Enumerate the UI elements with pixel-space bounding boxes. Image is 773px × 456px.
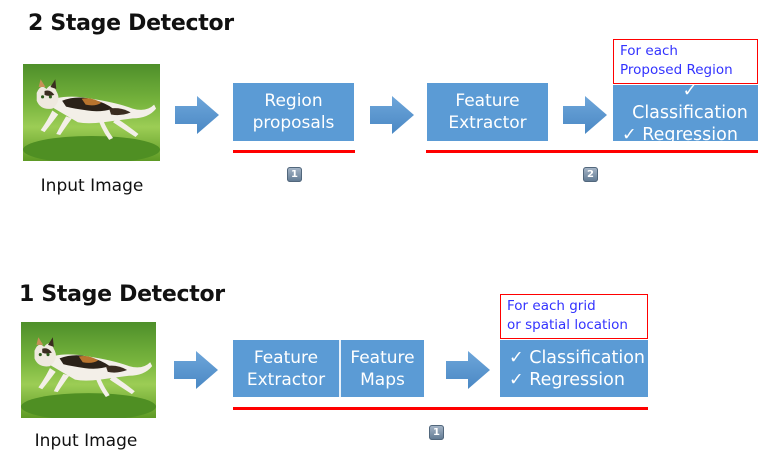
- arrow-icon: [370, 96, 414, 134]
- one-stage-note: For each grid or spatial location: [500, 294, 648, 339]
- arrow-icon: [174, 351, 218, 389]
- stage1-underline: [233, 150, 355, 153]
- two-stage-title: 2 Stage Detector: [28, 11, 234, 36]
- feature-extractor-label-line2: Extractor: [448, 113, 527, 133]
- one-stage-output-box: ✓ Classification ✓ Regression: [500, 340, 648, 397]
- one-stage-feature-extractor-line2: Extractor: [246, 369, 326, 390]
- step-badge-1: 1: [287, 167, 302, 182]
- one-stage-input-caption: Input Image: [34, 431, 138, 451]
- arrow-icon: [563, 96, 607, 134]
- one-stage-feature-maps: Feature Maps: [341, 340, 424, 397]
- one-stage-step-badge-1: 1: [429, 425, 444, 440]
- regression-label: ✓ Regression: [622, 125, 738, 145]
- two-stage-input-image: [23, 64, 160, 161]
- one-stage-title: 1 Stage Detector: [19, 282, 225, 307]
- one-stage-backbone-box: Feature Extractor Feature Maps: [233, 340, 424, 397]
- one-stage-note-line1: For each grid: [507, 298, 596, 314]
- one-stage-regression-label: ✓ Regression: [509, 369, 625, 390]
- feature-extractor-box: Feature Extractor: [427, 83, 548, 141]
- two-stage-output-box: ✓ Classification ✓ Regression: [613, 81, 758, 145]
- one-stage-input-image: [21, 322, 156, 418]
- cat-image: [21, 322, 156, 418]
- arrow-icon: [446, 351, 490, 389]
- box-divider: [339, 340, 341, 397]
- region-proposals-label-line2: proposals: [252, 113, 335, 133]
- feature-extractor-label-line1: Feature: [455, 91, 520, 111]
- region-proposals-label-line1: Region: [264, 91, 323, 111]
- one-stage-feature-maps-line1: Feature: [350, 347, 415, 368]
- one-stage-feature-extractor-line1: Feature: [253, 347, 319, 368]
- step-badge-2: 2: [583, 167, 598, 182]
- cat-image: [23, 64, 160, 161]
- one-stage-feature-maps-line2: Maps: [360, 369, 405, 390]
- two-stage-note-line1: For each: [620, 43, 678, 59]
- one-stage-classification-label: ✓ Classification: [509, 347, 646, 368]
- one-stage-feature-extractor: Feature Extractor: [233, 340, 339, 397]
- two-stage-note: For each Proposed Region: [613, 39, 758, 84]
- stage2-underline: [426, 150, 758, 153]
- one-stage-note-line2: or spatial location: [507, 317, 628, 333]
- arrow-icon: [175, 96, 219, 134]
- classification-label: ✓ Classification: [632, 81, 748, 123]
- region-proposals-box: Region proposals: [233, 83, 354, 141]
- two-stage-input-caption: Input Image: [40, 176, 144, 196]
- two-stage-note-line2: Proposed Region: [620, 62, 733, 78]
- one-stage-underline: [233, 407, 648, 410]
